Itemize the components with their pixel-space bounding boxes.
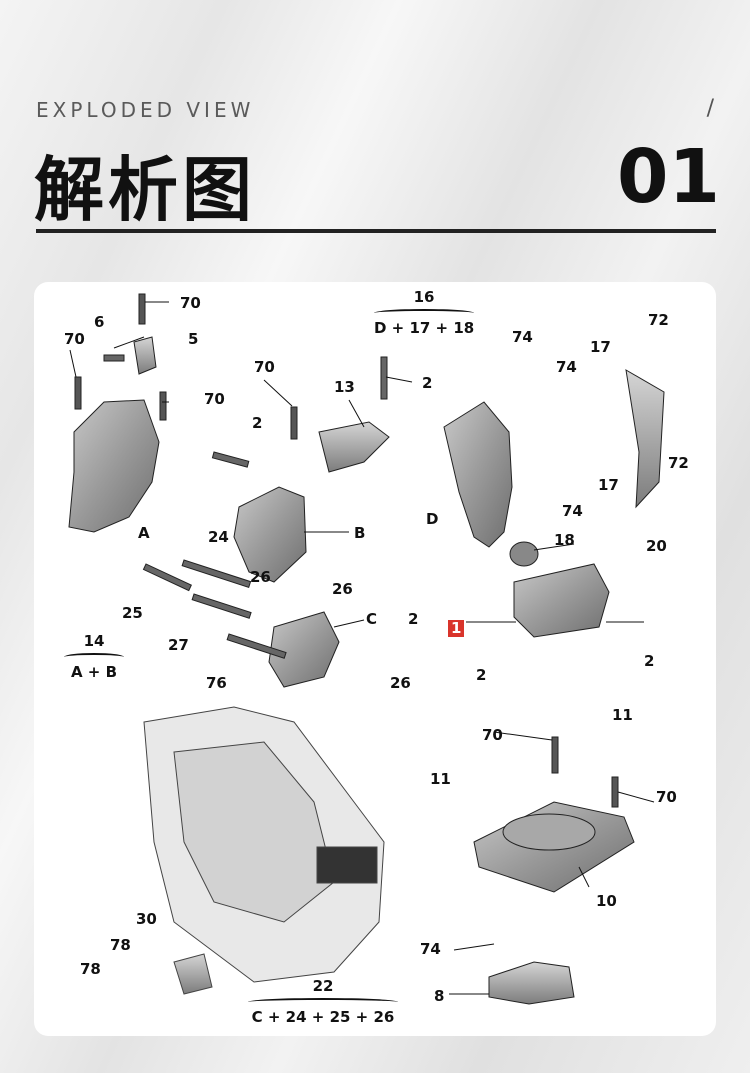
callout-18: 18 [554,531,575,549]
callout-20: 20 [646,537,667,555]
callout-74: 74 [420,940,441,958]
callout-2: 2 [476,666,487,684]
bracket-b [233,486,307,583]
callout-2: 2 [408,610,419,628]
bolt-70a [138,293,146,325]
group-22-number: 22 [312,977,334,995]
group-14-brace [64,653,124,661]
callout-1-highlighted: 1 [448,620,465,637]
bolt-76 [226,633,287,659]
callout-70: 70 [656,788,677,806]
group-14: 14 A + B [64,634,124,680]
group-16-formula: D + 17 + 18 [374,319,475,337]
engine-block-detail [173,741,335,923]
group-16-brace [374,309,474,317]
bracket-8 [488,961,575,1005]
bolt-70c [159,391,167,421]
callout-24: 24 [208,528,229,546]
callout-8: 8 [434,987,445,1005]
callout-2: 2 [422,374,433,392]
callout-2: 2 [644,652,655,670]
callout-74: 74 [562,502,583,520]
callout-72: 72 [668,454,689,472]
bolt-70b [74,376,82,410]
bolt-2a [211,451,250,468]
group-22: 22 C + 24 + 25 + 26 [248,979,398,1025]
callout-70: 70 [64,330,85,348]
bushing-18 [509,541,539,567]
header-slash: / [706,96,714,121]
callout-13: 13 [334,378,355,396]
callout-25: 25 [122,604,143,622]
callout-26: 26 [332,580,353,598]
engine-assembly [143,706,385,995]
callout-70: 70 [482,726,503,744]
arm-13 [318,421,390,473]
bracket-5 [133,336,157,375]
bolt-25 [142,563,192,592]
page-title: 解析图 [34,149,256,231]
callout-C: C [366,610,378,628]
callout-30: 30 [136,910,157,928]
page-number: 01 [617,134,720,220]
callout-11: 11 [430,770,451,788]
callout-2: 2 [252,414,263,432]
callout-17: 17 [598,476,619,494]
callout-70: 70 [204,390,225,408]
callout-10: 10 [596,892,617,910]
group-16: 16 D + 17 + 18 [374,290,474,336]
cover-20 [625,369,665,509]
bracket-30 [173,953,213,995]
callout-78: 78 [110,936,131,954]
callout-74: 74 [512,328,533,346]
mount-10-ring [502,813,596,851]
bracket-a-assembly [68,293,167,533]
bracket-b-assembly [211,356,390,583]
bracket-d-assembly [443,369,665,638]
callout-70: 70 [254,358,275,376]
bolt-27 [191,593,252,619]
exploded-diagram [68,293,665,1005]
bracket-c-assembly [142,559,340,688]
callout-A: A [138,524,150,542]
bolt-70e [551,736,559,774]
engine-mount-highlight [316,846,378,884]
callout-72: 72 [648,311,669,329]
bolt-70d [290,406,298,440]
bolt-2b [380,356,388,400]
bracket-a [68,399,160,533]
mount-10-assembly [473,736,635,1005]
callout-78: 78 [80,960,101,978]
group-14-number: 14 [83,632,105,650]
bolt-24 [181,559,252,588]
bolt-70f [611,776,619,808]
callout-70: 70 [180,294,201,312]
callout-6: 6 [94,313,105,331]
group-22-formula: C + 24 + 25 + 26 [251,1008,395,1026]
callout-5: 5 [188,330,199,348]
exploded-view-panel: 16 D + 17 + 18 14 A + B 22 C + 24 + 25 +… [34,282,716,1036]
header-kicker: EXPLODED VIEW [36,98,255,122]
bolt-6 [103,354,125,362]
callout-26: 26 [250,568,271,586]
callout-17: 17 [590,338,611,356]
callout-D: D [426,510,439,528]
header-divider [36,229,716,233]
group-22-brace [248,998,398,1006]
bracket-c [268,611,340,688]
leader-lines [69,301,655,995]
callout-74: 74 [556,358,577,376]
mount-1 [513,563,610,638]
callout-27: 27 [168,636,189,654]
callout-11: 11 [612,706,633,724]
callout-B: B [354,524,366,542]
group-14-formula: A + B [70,663,118,681]
callout-26: 26 [390,674,411,692]
bracket-d [443,401,513,548]
callout-76: 76 [206,674,227,692]
group-16-number: 16 [413,288,435,306]
